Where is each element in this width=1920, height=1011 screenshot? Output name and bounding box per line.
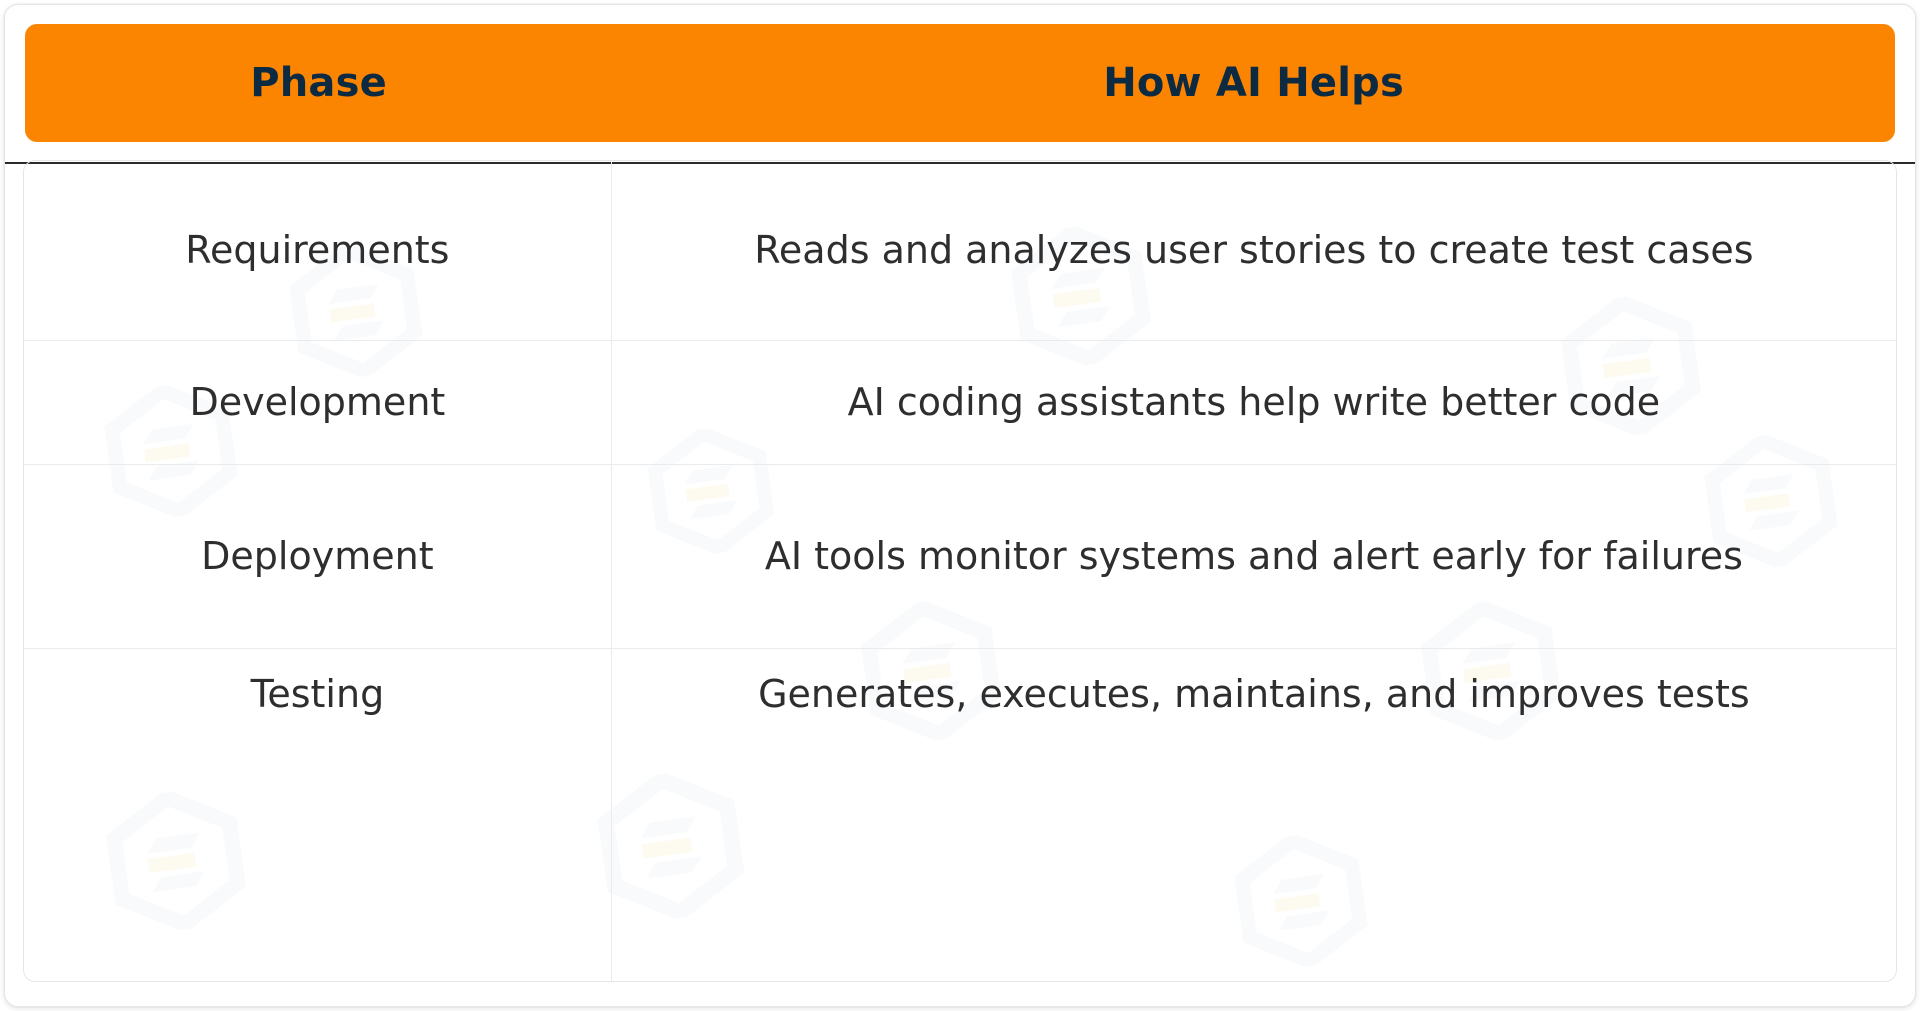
table-body: Requirements Reads and analyzes user sto… xyxy=(23,160,1897,982)
table-cell-how-ai-helps-text: Generates, executes, maintains, and impr… xyxy=(758,672,1750,716)
column-header-how-ai-helps-label: How AI Helps xyxy=(1103,60,1404,106)
table-row: Deployment AI tools monitor systems and … xyxy=(24,465,1896,649)
table-row: Testing Generates, executes, maintains, … xyxy=(24,649,1896,981)
table-cell-phase: Testing xyxy=(24,649,612,981)
table-cell-phase-text: Testing xyxy=(250,672,385,716)
table-cell-how-ai-helps-text: Reads and analyzes user stories to creat… xyxy=(754,227,1754,272)
table-header-bar: Phase How AI Helps xyxy=(25,24,1895,142)
table-row: Requirements Reads and analyzes user sto… xyxy=(24,161,1896,341)
table-cell-phase: Requirements xyxy=(24,161,612,340)
table-cell-phase-text: Deployment xyxy=(201,533,434,578)
header-separator-rule xyxy=(5,162,1915,164)
table-cell-phase-text: Development xyxy=(189,379,446,424)
table-cell-how-ai-helps: Reads and analyzes user stories to creat… xyxy=(612,161,1896,340)
table-cell-how-ai-helps: AI tools monitor systems and alert early… xyxy=(612,465,1896,648)
table-row: Development AI coding assistants help wr… xyxy=(24,341,1896,465)
table-cell-phase-text: Requirements xyxy=(185,227,450,272)
table-header: Phase How AI Helps xyxy=(5,5,1915,164)
column-header-how-ai-helps[interactable]: How AI Helps xyxy=(612,24,1895,142)
table-cell-how-ai-helps: Generates, executes, maintains, and impr… xyxy=(612,649,1896,981)
table-cell-how-ai-helps-text: AI coding assistants help write better c… xyxy=(847,379,1661,424)
column-header-phase[interactable]: Phase xyxy=(25,24,612,142)
table-cell-how-ai-helps: AI coding assistants help write better c… xyxy=(612,341,1896,464)
column-header-phase-label: Phase xyxy=(250,60,387,106)
table-cell-how-ai-helps-text: AI tools monitor systems and alert early… xyxy=(764,533,1743,578)
table-card: Phase How AI Helps Requirements Reads an… xyxy=(4,4,1916,1007)
table-cell-phase: Development xyxy=(24,341,612,464)
table-cell-phase: Deployment xyxy=(24,465,612,648)
